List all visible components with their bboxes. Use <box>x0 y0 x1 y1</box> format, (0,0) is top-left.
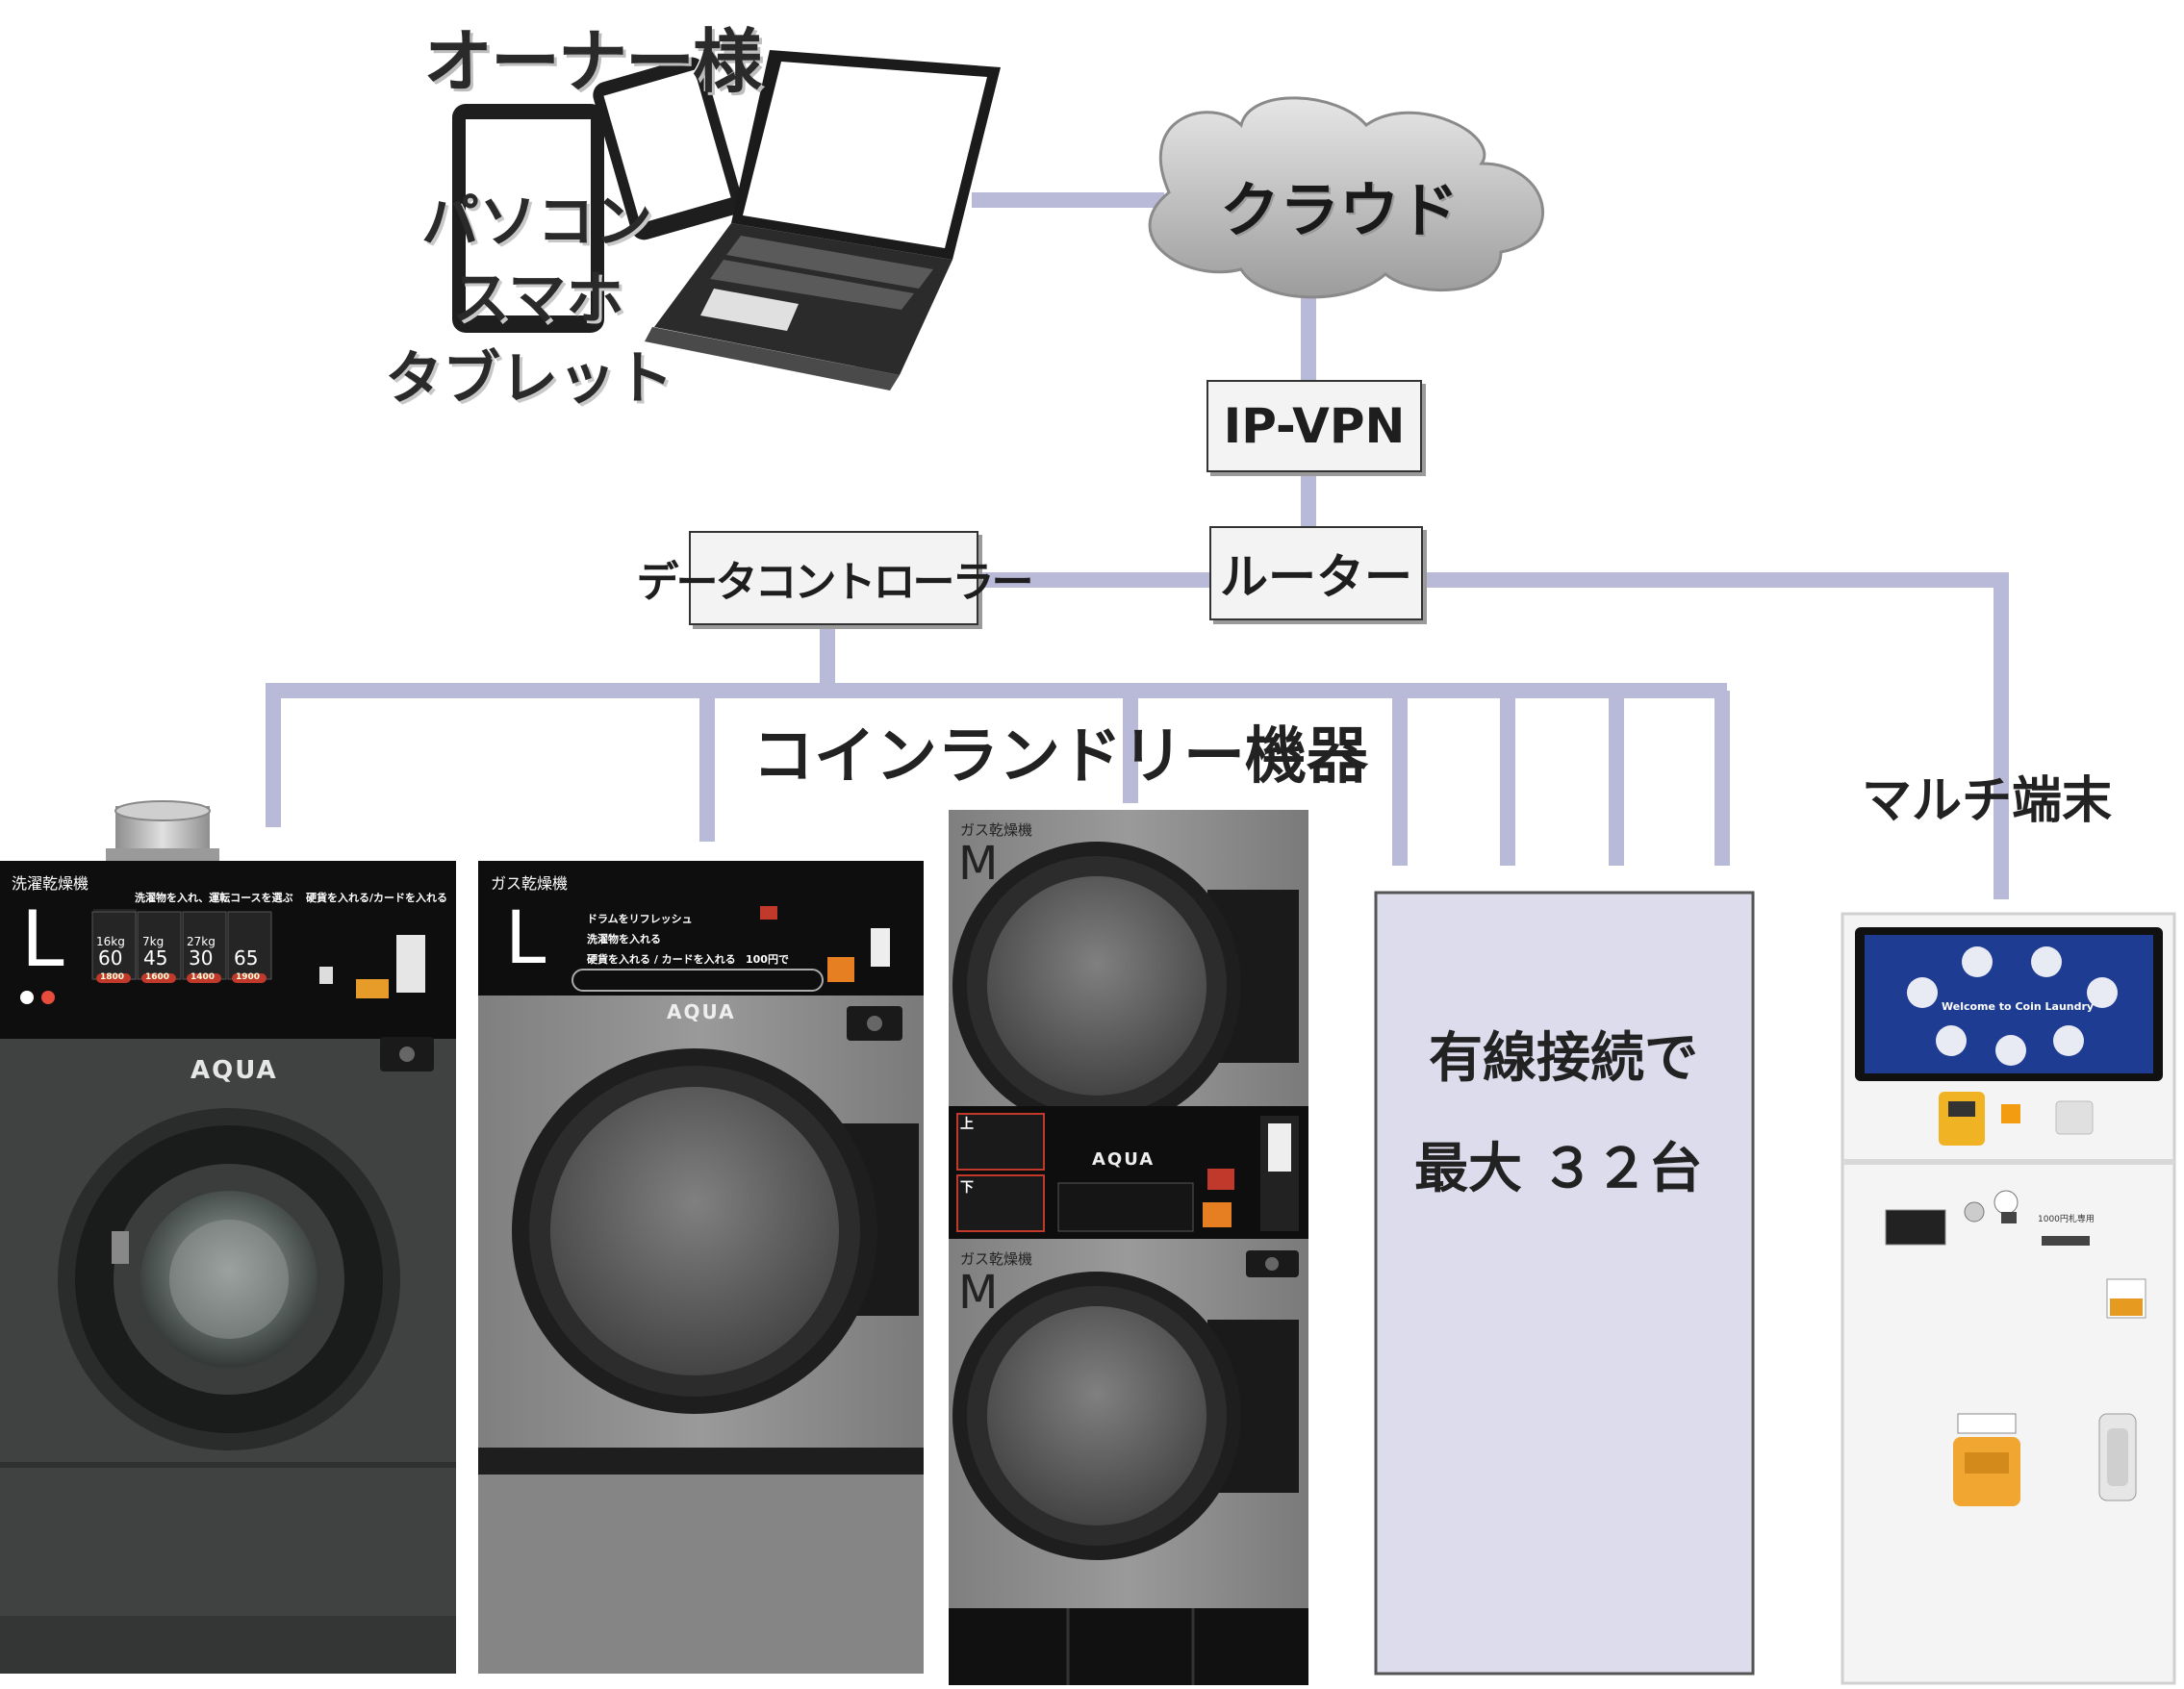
owner-devices <box>452 50 1001 391</box>
gas-dryer-m-stack <box>949 810 1308 1685</box>
cloud-shape <box>1148 96 1544 299</box>
washer-door <box>58 1108 400 1450</box>
washer-brand-logo: AQUA <box>190 1056 278 1085</box>
line-router-terminal <box>1422 572 2009 899</box>
washer-time-1: 60 <box>98 946 123 970</box>
dryer-m-control-panel <box>949 1106 1308 1239</box>
washer-time-4: 65 <box>234 946 259 970</box>
kiosk-welcome-text: Welcome to Coin Laundry <box>1942 1000 2095 1013</box>
router-box: ルーター <box>1209 526 1423 620</box>
data-controller-box: データコントローラー <box>637 531 1034 625</box>
dryer-m-top-size: M <box>958 837 999 891</box>
kiosk-card-reader <box>1939 1092 1985 1146</box>
dryer-l-panel <box>571 906 890 992</box>
dryer-l-name: ガス乾燥機 <box>491 874 569 893</box>
owner-title: オーナー様 <box>423 21 762 102</box>
wired-note-line2: 最大 ３２台 <box>1414 1138 1703 1200</box>
dryer-m-lower-label: 下 <box>960 1180 974 1196</box>
washer-price-4: 1900 <box>236 972 261 982</box>
device-label-smartphone: スマホ <box>452 265 624 333</box>
laptop-icon <box>645 50 1001 391</box>
keyboard-keys <box>710 236 933 310</box>
washer-price-1: 1800 <box>100 972 125 982</box>
gas-dryer-l <box>478 861 924 1674</box>
washer-size: L <box>21 895 64 984</box>
dryer-m-upper-door <box>952 842 1299 1130</box>
kiosk-coin-return <box>1953 1413 2020 1506</box>
connection-lines <box>266 192 2009 899</box>
kiosk-menu-icons <box>1907 946 2118 1066</box>
washer-cap-1: 16kg <box>96 935 125 948</box>
device-label-pc: パソコン <box>421 189 652 256</box>
washer-cap-3: 27kg <box>187 935 216 948</box>
device-label-tablet: タブレット <box>385 345 673 413</box>
multi-terminal-label: マルチ端末 <box>1862 772 2113 830</box>
wired-placeholder-box <box>1374 891 1755 1676</box>
dryer-l-step1: ドラムをリフレッシュ <box>587 913 693 925</box>
washer-control-panel <box>20 909 425 1004</box>
equipment-group-label: コインランドリー機器 <box>752 721 1368 793</box>
tablet-icon <box>452 104 604 333</box>
washer-name: 洗濯乾燥機 <box>12 874 89 893</box>
ipvpn-box: IP-VPN <box>1206 380 1422 472</box>
dryer-m-top-name: ガス乾燥機 <box>960 821 1033 839</box>
washer-cap-2: 7kg <box>142 935 165 948</box>
kiosk-handle <box>2098 1413 2137 1501</box>
multi-terminal-kiosk <box>1841 912 2176 1685</box>
kiosk-screen <box>1855 927 2163 1081</box>
washer-price-3: 1400 <box>190 972 216 982</box>
dryer-l-size: L <box>505 895 546 980</box>
smartphone-icon <box>593 57 743 240</box>
washer-time-3: 30 <box>189 946 214 970</box>
dryer-l-price: 100円で <box>746 953 789 966</box>
dryer-l-door <box>512 1048 919 1414</box>
dryer-m-bottom-size: M <box>958 1266 999 1320</box>
washer-price-2: 1600 <box>145 972 170 982</box>
cloud-label: クラウド <box>1220 175 1460 245</box>
washer-time-2: 45 <box>143 946 168 970</box>
dryer-m-bottom-name: ガス乾燥機 <box>960 1250 1033 1268</box>
dryer-m-brand-logo: AQUA <box>1092 1149 1155 1170</box>
dryer-m-upper-label: 上 <box>960 1117 974 1132</box>
kiosk-bill-label: 1000円札専用 <box>2038 1215 2095 1224</box>
dryer-l-step3: 硬貨を入れる / カードを入れる <box>587 953 736 966</box>
washer-step2: 洗濯物を入れ、運転コースを選ぶ <box>135 892 293 904</box>
washer-dryer-l <box>0 800 456 1674</box>
wired-note-line1: 有線接続で <box>1429 1027 1698 1090</box>
dryer-l-step2: 洗濯物を入れる <box>587 933 661 945</box>
washer-step3: 硬貨を入れる/カードを入れる <box>306 892 448 904</box>
kiosk-bill-slot <box>1885 1209 1946 1246</box>
dryer-l-brand-logo: AQUA <box>667 1000 736 1023</box>
dryer-m-lower-door <box>952 1272 1299 1560</box>
